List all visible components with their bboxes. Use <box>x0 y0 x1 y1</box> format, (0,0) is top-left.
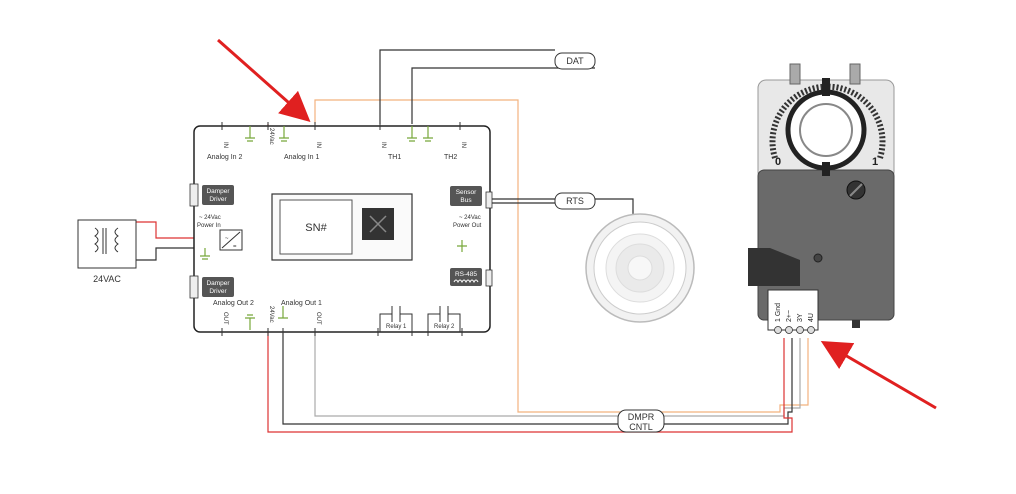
svg-text:RTS: RTS <box>566 196 584 206</box>
analog-out-2-label: Analog Out 2 <box>213 300 254 307</box>
damper-driver-top: Damper Driver <box>189 183 234 207</box>
ground-icon <box>200 126 467 260</box>
power-in-label: ~ 24Vac <box>199 215 221 221</box>
svg-text:DMPR: DMPR <box>628 412 655 422</box>
controller-board: IN 24Vac IN IN IN Analog In 2 Analog In … <box>189 122 493 336</box>
serial-number-label: SN# <box>305 222 327 234</box>
svg-text:CNTL: CNTL <box>629 422 653 432</box>
pin-in-label: IN <box>460 142 466 148</box>
rs485-port: RS-485 <box>450 268 493 287</box>
svg-text:Driver: Driver <box>209 196 227 203</box>
pin-in-label: IN <box>315 142 321 148</box>
relay-2-label: Relay 2 <box>434 324 455 330</box>
svg-text:RS-485: RS-485 <box>455 271 477 278</box>
th2-label: TH2 <box>444 154 457 161</box>
analog-out-1-label: Analog Out 1 <box>281 300 322 307</box>
th1-label: TH1 <box>388 154 401 161</box>
black-power-wire <box>135 247 200 261</box>
terminal-screws <box>774 326 815 334</box>
gray-wire <box>314 333 801 417</box>
transformer: 24VAC <box>77 219 137 284</box>
relay-1 <box>379 306 413 332</box>
sensor-bus: Sensor Bus <box>450 186 493 209</box>
terminal-2-label: 2+~ <box>786 310 793 322</box>
damper-actuator: 0 1 1 Gnd 2+~ 3Y 4U <box>748 63 895 334</box>
scale-min-label: 0 <box>775 156 781 168</box>
pointer-arrow-icon <box>820 340 937 410</box>
pin-24vac-label: 24Vac <box>268 306 274 323</box>
power-out-label: ~ 24Vac <box>459 215 481 221</box>
rectifier-icon: ~ = <box>219 229 243 251</box>
pin-in-label: IN <box>380 142 386 148</box>
black-wire <box>282 333 793 425</box>
terminal-3-label: 3Y <box>797 313 804 322</box>
transformer-label: 24VAC <box>93 274 121 284</box>
terminal-1-label: 1 Gnd <box>775 303 782 322</box>
svg-text:=: = <box>233 244 237 250</box>
pin-24vac-label: 24Vac <box>268 128 274 145</box>
svg-text:DAT: DAT <box>566 56 584 66</box>
top-terminals <box>221 122 461 130</box>
analog-in-2-label: Analog In 2 <box>207 154 243 161</box>
power-in-label: Power In <box>197 223 221 229</box>
svg-text:Damper: Damper <box>206 188 230 195</box>
dat-wire <box>379 49 595 124</box>
display-panel: SN# <box>271 193 413 261</box>
svg-text:Sensor: Sensor <box>456 189 477 196</box>
relay-2 <box>427 306 461 332</box>
rts-tag: RTS <box>554 192 596 210</box>
pointer-arrow-icon <box>217 38 311 122</box>
relay-1-label: Relay 1 <box>386 324 407 330</box>
svg-text:Damper: Damper <box>206 280 230 287</box>
red-power-wire <box>135 221 218 239</box>
analog-in-1-label: Analog In 1 <box>284 154 320 161</box>
pin-in-label: IN <box>222 142 228 148</box>
svg-text:~: ~ <box>225 236 229 242</box>
terminal-4-label: 4U <box>808 313 815 322</box>
pin-out-label: OUT <box>315 312 321 325</box>
room-sensor-icon <box>585 213 695 323</box>
red-wire <box>267 124 793 433</box>
ground-icon <box>245 306 288 330</box>
terminal-block <box>767 289 819 331</box>
scale-max-label: 1 <box>872 156 878 168</box>
power-out-label: Power Out <box>453 223 482 229</box>
dmpr-cntl-tag: DMPR CNTL <box>617 409 665 433</box>
damper-driver-bottom: Damper Driver <box>189 275 234 299</box>
dat-tag: DAT <box>554 52 596 70</box>
rts-wire <box>490 198 634 215</box>
svg-text:Bus: Bus <box>460 197 472 204</box>
svg-text:Driver: Driver <box>209 288 227 295</box>
pin-out-label: OUT <box>222 312 228 325</box>
